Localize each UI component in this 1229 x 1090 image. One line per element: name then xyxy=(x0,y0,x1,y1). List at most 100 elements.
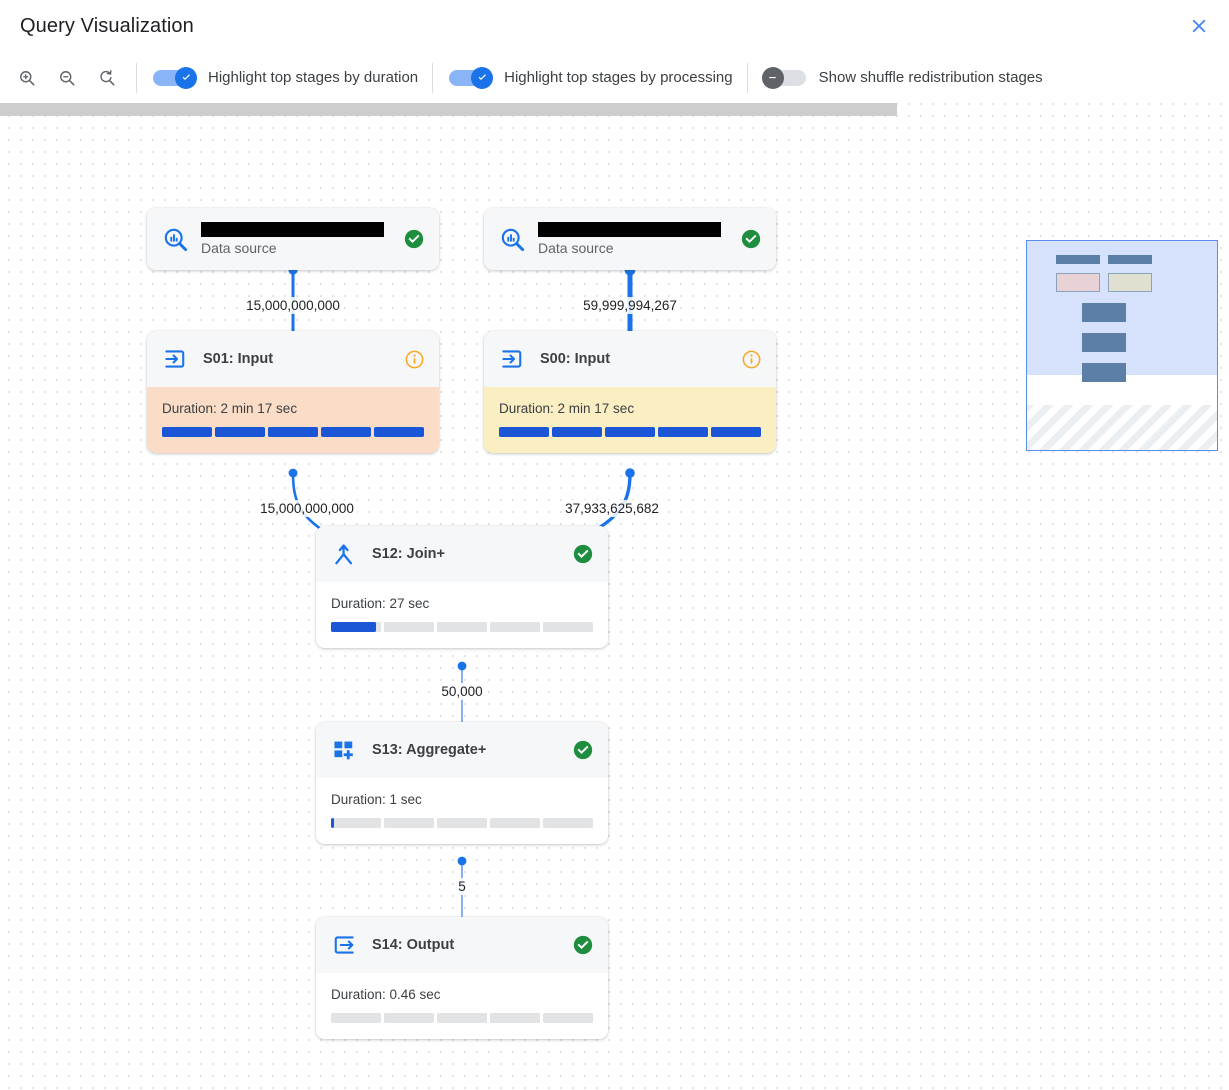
edge-label-rows: 15,000,000,000 xyxy=(257,500,357,517)
graph-canvas[interactable]: 15,000,000,000 59,999,994,267 15,000,000… xyxy=(0,103,1229,1090)
output-arrow-icon xyxy=(330,931,358,959)
edge-source-dot xyxy=(288,468,298,478)
toggle-label-shuffle: Show shuffle redistribution stages xyxy=(818,69,1043,86)
data-source-subtitle: Data source xyxy=(201,240,277,256)
duration-label: Duration: 0.46 sec xyxy=(331,987,441,1002)
check-circle-icon xyxy=(741,229,761,249)
check-circle-icon xyxy=(573,740,593,760)
progress-segment xyxy=(384,622,434,632)
progress-segment xyxy=(268,427,318,437)
node-stage-S01[interactable]: S01: Input Duration: 2 min 17 sec xyxy=(147,331,439,453)
progress-bar xyxy=(331,622,593,632)
node-body: Duration: 2 min 17 sec xyxy=(147,387,439,453)
edge-source-dot xyxy=(457,661,467,671)
progress-segment xyxy=(437,1013,487,1023)
edge-label-rows: 59,999,994,267 xyxy=(580,297,680,314)
toggle-show-shuffle[interactable]: Show shuffle redistribution stages xyxy=(761,52,1043,103)
status-badge xyxy=(572,739,594,761)
data-source-subtitle: Data source xyxy=(538,240,614,256)
node-body: Duration: 2 min 17 sec xyxy=(484,387,776,453)
visualization-toolbar: Highlight top stages by duration Highlig… xyxy=(0,52,1229,104)
toggle-highlight-processing[interactable]: Highlight top stages by processing xyxy=(447,52,733,103)
duration-label: Duration: 1 sec xyxy=(331,792,422,807)
zoom-in-icon xyxy=(20,70,35,85)
data-source-text: Data source xyxy=(538,222,740,256)
zoom-controls xyxy=(0,63,122,93)
horizontal-scrollbar[interactable] xyxy=(0,103,1229,116)
status-badge[interactable] xyxy=(740,348,762,370)
switch-knob xyxy=(761,66,784,89)
node-title: S13: Aggregate+ xyxy=(372,742,487,758)
progress-segment xyxy=(437,622,487,632)
minimap-node-thumb-highlight-cream xyxy=(1108,273,1152,292)
info-icon xyxy=(405,350,423,368)
edge-source-dot xyxy=(625,468,635,478)
minus-icon xyxy=(769,76,776,79)
node-stage-S00[interactable]: S00: Input Duration: 2 min 17 sec xyxy=(484,331,776,453)
minimap-node-thumb xyxy=(1056,255,1100,264)
minimap-node-thumb xyxy=(1082,333,1126,352)
info-icon xyxy=(742,350,760,368)
toggle-label-processing: Highlight top stages by processing xyxy=(504,69,733,86)
progress-segment xyxy=(215,427,265,437)
progress-segment xyxy=(384,1013,434,1023)
edge-label-rows: 37,933,625,682 xyxy=(562,500,662,517)
page-title: Query Visualization xyxy=(20,14,194,37)
duration-label: Duration: 27 sec xyxy=(331,596,430,611)
zoom-reset-icon xyxy=(100,69,115,85)
progress-segment xyxy=(437,818,487,828)
graph-minimap[interactable] xyxy=(1026,240,1218,451)
node-body: Duration: 0.46 sec xyxy=(316,973,608,1039)
zoom-reset-button[interactable] xyxy=(92,63,122,93)
minimap-node-thumb xyxy=(1108,255,1152,264)
progress-segment xyxy=(490,1013,540,1023)
progress-segment xyxy=(711,427,761,437)
node-stage-S13[interactable]: S13: Aggregate+ Duration: 1 sec xyxy=(316,722,608,844)
node-body: Duration: 27 sec xyxy=(316,582,608,648)
progress-segment xyxy=(384,818,434,828)
progress-bar xyxy=(331,818,593,828)
progress-segment xyxy=(605,427,655,437)
progress-segment xyxy=(543,1013,593,1023)
node-data-source-left[interactable]: Data source xyxy=(147,208,439,270)
zoom-out-button[interactable] xyxy=(52,63,82,93)
data-source-search-icon xyxy=(498,225,526,253)
minimap-node-thumb xyxy=(1082,363,1126,382)
horizontal-scrollbar-thumb[interactable] xyxy=(0,103,897,116)
node-data-source-right[interactable]: Data source xyxy=(484,208,776,270)
edge-label-rows: 5 xyxy=(455,878,469,895)
progress-segment xyxy=(331,622,381,632)
progress-bar xyxy=(331,1013,593,1023)
node-body: Duration: 1 sec xyxy=(316,778,608,844)
progress-bar xyxy=(499,427,761,437)
node-stage-S12[interactable]: S12: Join+ Duration: 27 sec xyxy=(316,526,608,648)
node-stage-S14[interactable]: S14: Output Duration: 0.46 sec xyxy=(316,917,608,1039)
toggle-switch-processing[interactable] xyxy=(447,66,494,89)
status-badge[interactable] xyxy=(403,348,425,370)
data-source-text: Data source xyxy=(201,222,403,256)
progress-segment xyxy=(321,427,371,437)
node-title: S14: Output xyxy=(372,937,455,953)
toggle-highlight-duration[interactable]: Highlight top stages by duration xyxy=(151,52,418,103)
zoom-in-button[interactable] xyxy=(12,63,42,93)
data-source-search-icon xyxy=(161,225,189,253)
progress-segment xyxy=(499,427,549,437)
toggle-switch-shuffle[interactable] xyxy=(761,66,808,89)
progress-segment xyxy=(490,622,540,632)
minimap-node-thumb-highlight-peach xyxy=(1056,273,1100,292)
minimap-node-thumb xyxy=(1082,303,1126,322)
node-header: S00: Input xyxy=(484,331,776,387)
progress-segment xyxy=(374,427,424,437)
toggle-switch-duration[interactable] xyxy=(151,66,197,89)
progress-segment xyxy=(331,1013,381,1023)
close-button[interactable] xyxy=(1181,8,1217,44)
status-badge xyxy=(403,228,425,250)
node-header: S01: Input xyxy=(147,331,439,387)
zoom-out-icon xyxy=(60,70,75,85)
check-icon xyxy=(182,74,190,80)
edge-label-rows: 50,000 xyxy=(438,683,486,700)
close-icon xyxy=(1192,19,1206,33)
toggle-label-duration: Highlight top stages by duration xyxy=(208,69,419,86)
redacted-datasource-name xyxy=(538,222,721,237)
join-merge-icon xyxy=(330,540,358,568)
